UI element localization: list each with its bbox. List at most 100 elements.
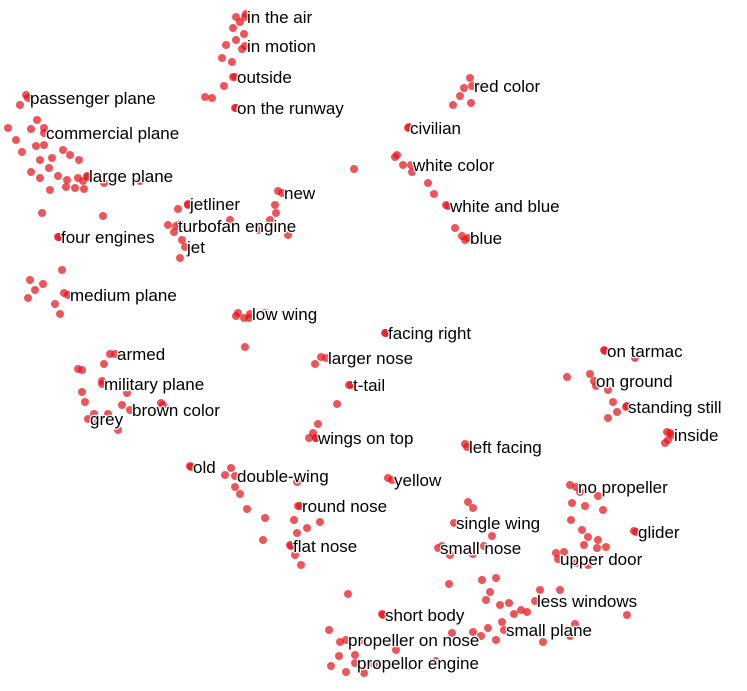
scatter-point [451,224,459,232]
scatter-point [567,516,575,524]
scatter-point [71,184,79,192]
point-label: jet [186,238,205,257]
labeled-point [622,403,630,411]
point-label: low wing [252,305,317,324]
scatter-point [358,636,366,644]
labeled-point [241,13,249,21]
point-label: commercial plane [46,124,179,143]
scatter-point [221,471,229,479]
scatter-point [222,41,230,49]
scatter-point [261,514,269,522]
point-label: propellor engine [357,654,479,673]
point-label: brown color [132,401,220,420]
scatter-point [613,408,621,416]
point-label: round nose [302,497,387,516]
scatter-point [335,652,343,660]
scatter-point [505,599,513,607]
labeled-point [231,73,239,81]
scatter-point [392,646,400,654]
scatter-point [27,125,35,133]
scatter-point [510,610,518,618]
point-label: jetliner [189,195,240,214]
scatter-point [556,586,564,594]
scatter-point [384,639,392,647]
labeled-point [572,483,580,491]
scatter-point [432,657,440,665]
scatter-point [623,611,631,619]
labeled-point [111,350,119,358]
scatter-point [584,561,592,569]
scatter-point [218,54,226,62]
scatter-point [78,388,86,396]
point-label: wings on top [317,429,413,448]
scatter-point [297,561,305,569]
point-label: flat nose [293,537,357,556]
scatter-point [408,168,416,176]
scatter-point [460,84,468,92]
scatter-point [36,174,44,182]
point-label: turbofan engine [178,217,296,236]
scatter-point [243,505,251,513]
scatter-point [24,294,32,302]
scatter-point [254,226,262,234]
scatter-point [604,414,612,422]
point-label: in the air [247,8,313,27]
labeled-point [463,443,471,451]
labeled-point [126,406,134,414]
scatter-point [342,668,350,676]
scatter-point [467,99,475,107]
scatter-point [484,624,492,632]
point-label: old [193,458,216,477]
labeled-point [342,636,350,644]
labeled-point [40,129,48,137]
scatter-point [327,662,335,670]
point-label: short body [385,606,465,625]
scatter-point [360,669,368,677]
scatter-point [523,608,531,616]
labeled-point [554,555,562,563]
scatter-point [456,92,464,100]
scatter-point [231,483,239,491]
scatter-point [496,601,504,609]
scatter-point [99,212,107,220]
scatter-point [164,221,172,229]
point-label: double-wing [237,467,329,486]
scatter-point [293,478,301,486]
labeled-point [84,415,92,423]
scatter-point [311,360,319,368]
scatter-point [240,30,248,38]
scatter-point [123,389,131,397]
scatter-point [572,559,580,567]
scatter-point [16,101,24,109]
scatter-point [228,58,236,66]
labeled-point [347,381,355,389]
point-label: civilian [410,119,461,138]
scatter-point [350,165,358,173]
point-label: facing right [388,324,471,343]
scatter-point [536,586,544,594]
scatter-point [33,116,41,124]
point-label: large plane [89,167,173,186]
labeled-point [434,544,442,552]
point-label: larger nose [328,349,413,368]
scatter-point [631,354,639,362]
scatter-point [293,529,301,537]
scatter-point [136,177,144,185]
scatter-point [333,400,341,408]
point-label: blue [470,229,502,248]
labeled-point [312,434,320,442]
scatter-point [80,185,88,193]
scatter-point [59,146,67,154]
scatter-point [56,310,64,318]
labeled-point [351,659,359,667]
point-label: in motion [247,37,316,56]
scatter-point [581,502,589,510]
point-label: single wing [456,514,540,533]
scatter-point [39,280,47,288]
scatter-point [539,638,547,646]
labeled-point [287,542,295,550]
point-label: small nose [440,539,521,558]
scatter-point [594,492,602,500]
point-label: medium plane [70,286,177,305]
scatter-point [464,498,472,506]
